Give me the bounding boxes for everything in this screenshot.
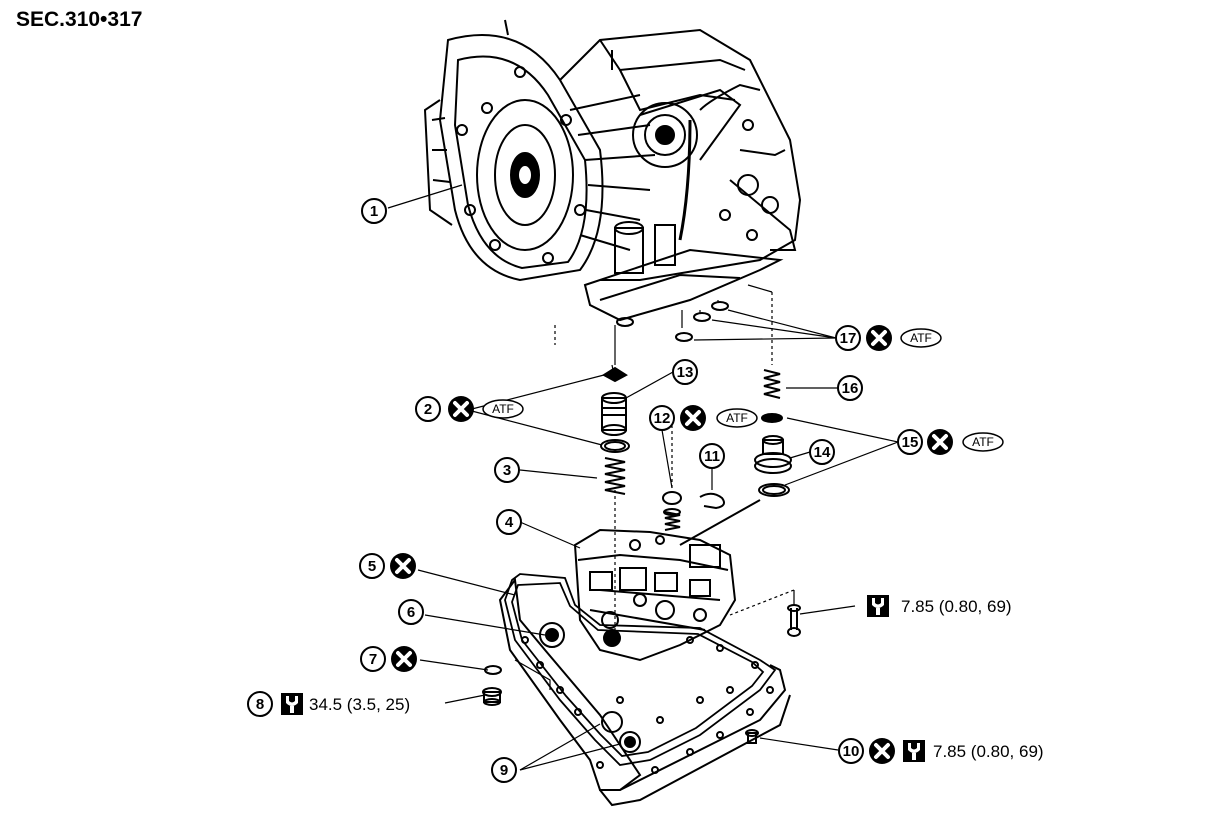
callout-11: 11 [699, 443, 725, 469]
callout-16: 16 [837, 375, 863, 401]
callout-8: 8 34.5 (3.5, 25) [247, 691, 410, 717]
callout-1: 1 [361, 198, 387, 224]
callouts: 1 2 ATF 3 4 5 [247, 198, 1044, 783]
oil-pipe-o-ring-2 [600, 366, 630, 453]
callout-label: 17 [840, 330, 857, 347]
torque-spec: 7.85 (0.80, 69) [901, 597, 1012, 616]
callout-6: 6 [398, 599, 424, 625]
torque-wrench-icon [867, 595, 889, 617]
callout-label: 9 [500, 762, 508, 779]
torque-wrench-icon [903, 740, 925, 762]
callout-label: 13 [677, 364, 694, 381]
callout-17: 17 ATF [835, 323, 942, 353]
snap-ring-11 [699, 492, 725, 510]
callout-label: 2 [424, 401, 432, 418]
o-ring-15 [758, 413, 790, 497]
callout-10: 10 7.85 (0.80, 69) [838, 736, 1044, 766]
replace-x-icon [389, 644, 419, 674]
callout-7: 7 [360, 644, 419, 674]
accumulator-piston-14 [754, 435, 792, 474]
torque-spec: 34.5 (3.5, 25) [309, 695, 410, 714]
oil-pan-gasket [504, 573, 777, 766]
callout-label: 8 [256, 696, 264, 713]
callout-5: 5 [359, 551, 418, 581]
callout-label: 4 [505, 514, 514, 531]
callout-4: 4 [496, 509, 522, 535]
callout-label: 1 [370, 203, 378, 220]
section-id: SEC.310•317 [16, 8, 143, 31]
replace-x-icon [678, 403, 708, 433]
spring-3 [604, 457, 626, 495]
replace-x-icon [925, 427, 955, 457]
callout-label: 14 [814, 444, 831, 461]
bolt-torque-callout: 7.85 (0.80, 69) [867, 595, 1012, 617]
oil-pan [498, 577, 791, 807]
callout-12: 12 ATF [649, 403, 758, 433]
torque-spec: 7.85 (0.80, 69) [933, 742, 1044, 761]
callout-label: 11 [704, 448, 720, 465]
control-valve-bolt [787, 604, 801, 637]
control-valve-assembly [573, 499, 761, 662]
drain-plug-gasket-7 [484, 665, 502, 675]
replace-x-icon [864, 323, 894, 353]
callout-13: 13 [672, 359, 698, 385]
callout-label: 16 [842, 380, 859, 397]
spring-16 [763, 369, 781, 399]
replace-x-icon [446, 394, 476, 424]
drain-plug-8 [482, 687, 502, 706]
callout-3: 3 [494, 457, 520, 483]
callout-9: 9 [491, 757, 517, 783]
replace-x-icon [867, 736, 897, 766]
transaxle-assembly [423, 19, 802, 327]
atf-label: ATF [492, 402, 514, 416]
callout-15: 15 ATF [897, 427, 1004, 457]
atf-label: ATF [972, 435, 994, 449]
callout-label: 15 [902, 434, 919, 451]
accumulator-piston-13 [601, 392, 627, 436]
callout-label: 12 [654, 410, 671, 427]
atf-label: ATF [726, 411, 748, 425]
o-ring-12 [662, 491, 682, 505]
callout-2: 2 ATF [415, 394, 524, 424]
replace-x-icon [388, 551, 418, 581]
callout-14: 14 [809, 439, 835, 465]
terminal-spring [663, 508, 681, 531]
callout-label: 7 [369, 651, 377, 668]
atf-label: ATF [910, 331, 932, 345]
torque-wrench-icon [281, 693, 303, 715]
gaskets-17 [675, 301, 729, 342]
oil-pan-bolt-10 [745, 729, 759, 744]
callout-label: 3 [503, 462, 511, 479]
callout-label: 10 [843, 743, 860, 760]
callout-label: 5 [368, 558, 376, 575]
callout-label: 6 [407, 604, 415, 621]
